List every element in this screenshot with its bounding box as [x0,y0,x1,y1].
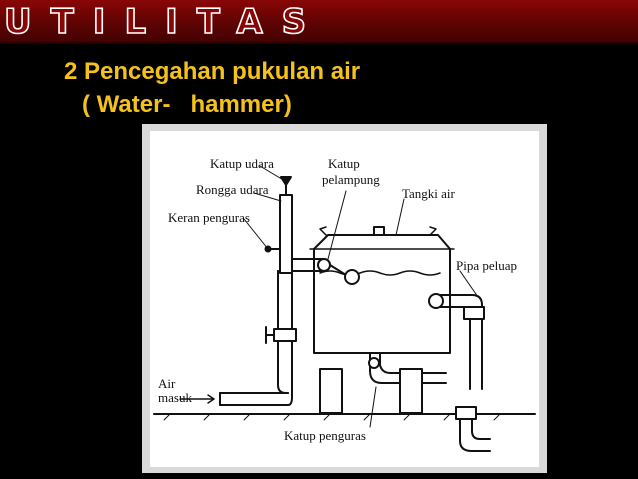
subtitle-line-2: ( Water- hammer) [82,91,292,118]
water-surface [319,270,441,276]
label-katup-udara: Katup udara [210,156,274,171]
diagram-panel: Katup udara Rongga udara Keran penguras … [150,131,539,467]
leader-lines [243,165,479,428]
inlet-pipe [219,270,293,406]
label-katup: Katup [328,156,360,171]
feed-pipe [277,258,323,272]
water-hammer-diagram [153,165,536,452]
label-air: Air [158,376,176,391]
label-masuk: masuk [158,390,192,405]
label-pipa-peluap: Pipa peluap [456,258,518,273]
label-rongga-udara: Rongga udara [196,182,269,197]
water-tank [309,226,455,354]
air-chamber [279,176,293,274]
riser-valve [265,326,297,344]
float-valve [317,258,360,285]
label-pelampung: pelampung [322,172,380,187]
label-tangki-air: Tangki air [402,186,455,201]
tank-supports [319,368,423,414]
title-banner: UTILITAS [0,0,638,44]
overflow-pipe [428,293,491,452]
subtitle-line-1: 2 Pencegahan pukulan air [64,58,361,85]
label-keran-penguras: Keran penguras [168,210,250,225]
ground-hatch [163,413,501,421]
label-katup-penguras: Katup penguras [284,428,366,443]
banner-title: UTILITAS [3,1,326,43]
tank-drain [368,352,447,384]
inlet-arrow [179,394,215,404]
